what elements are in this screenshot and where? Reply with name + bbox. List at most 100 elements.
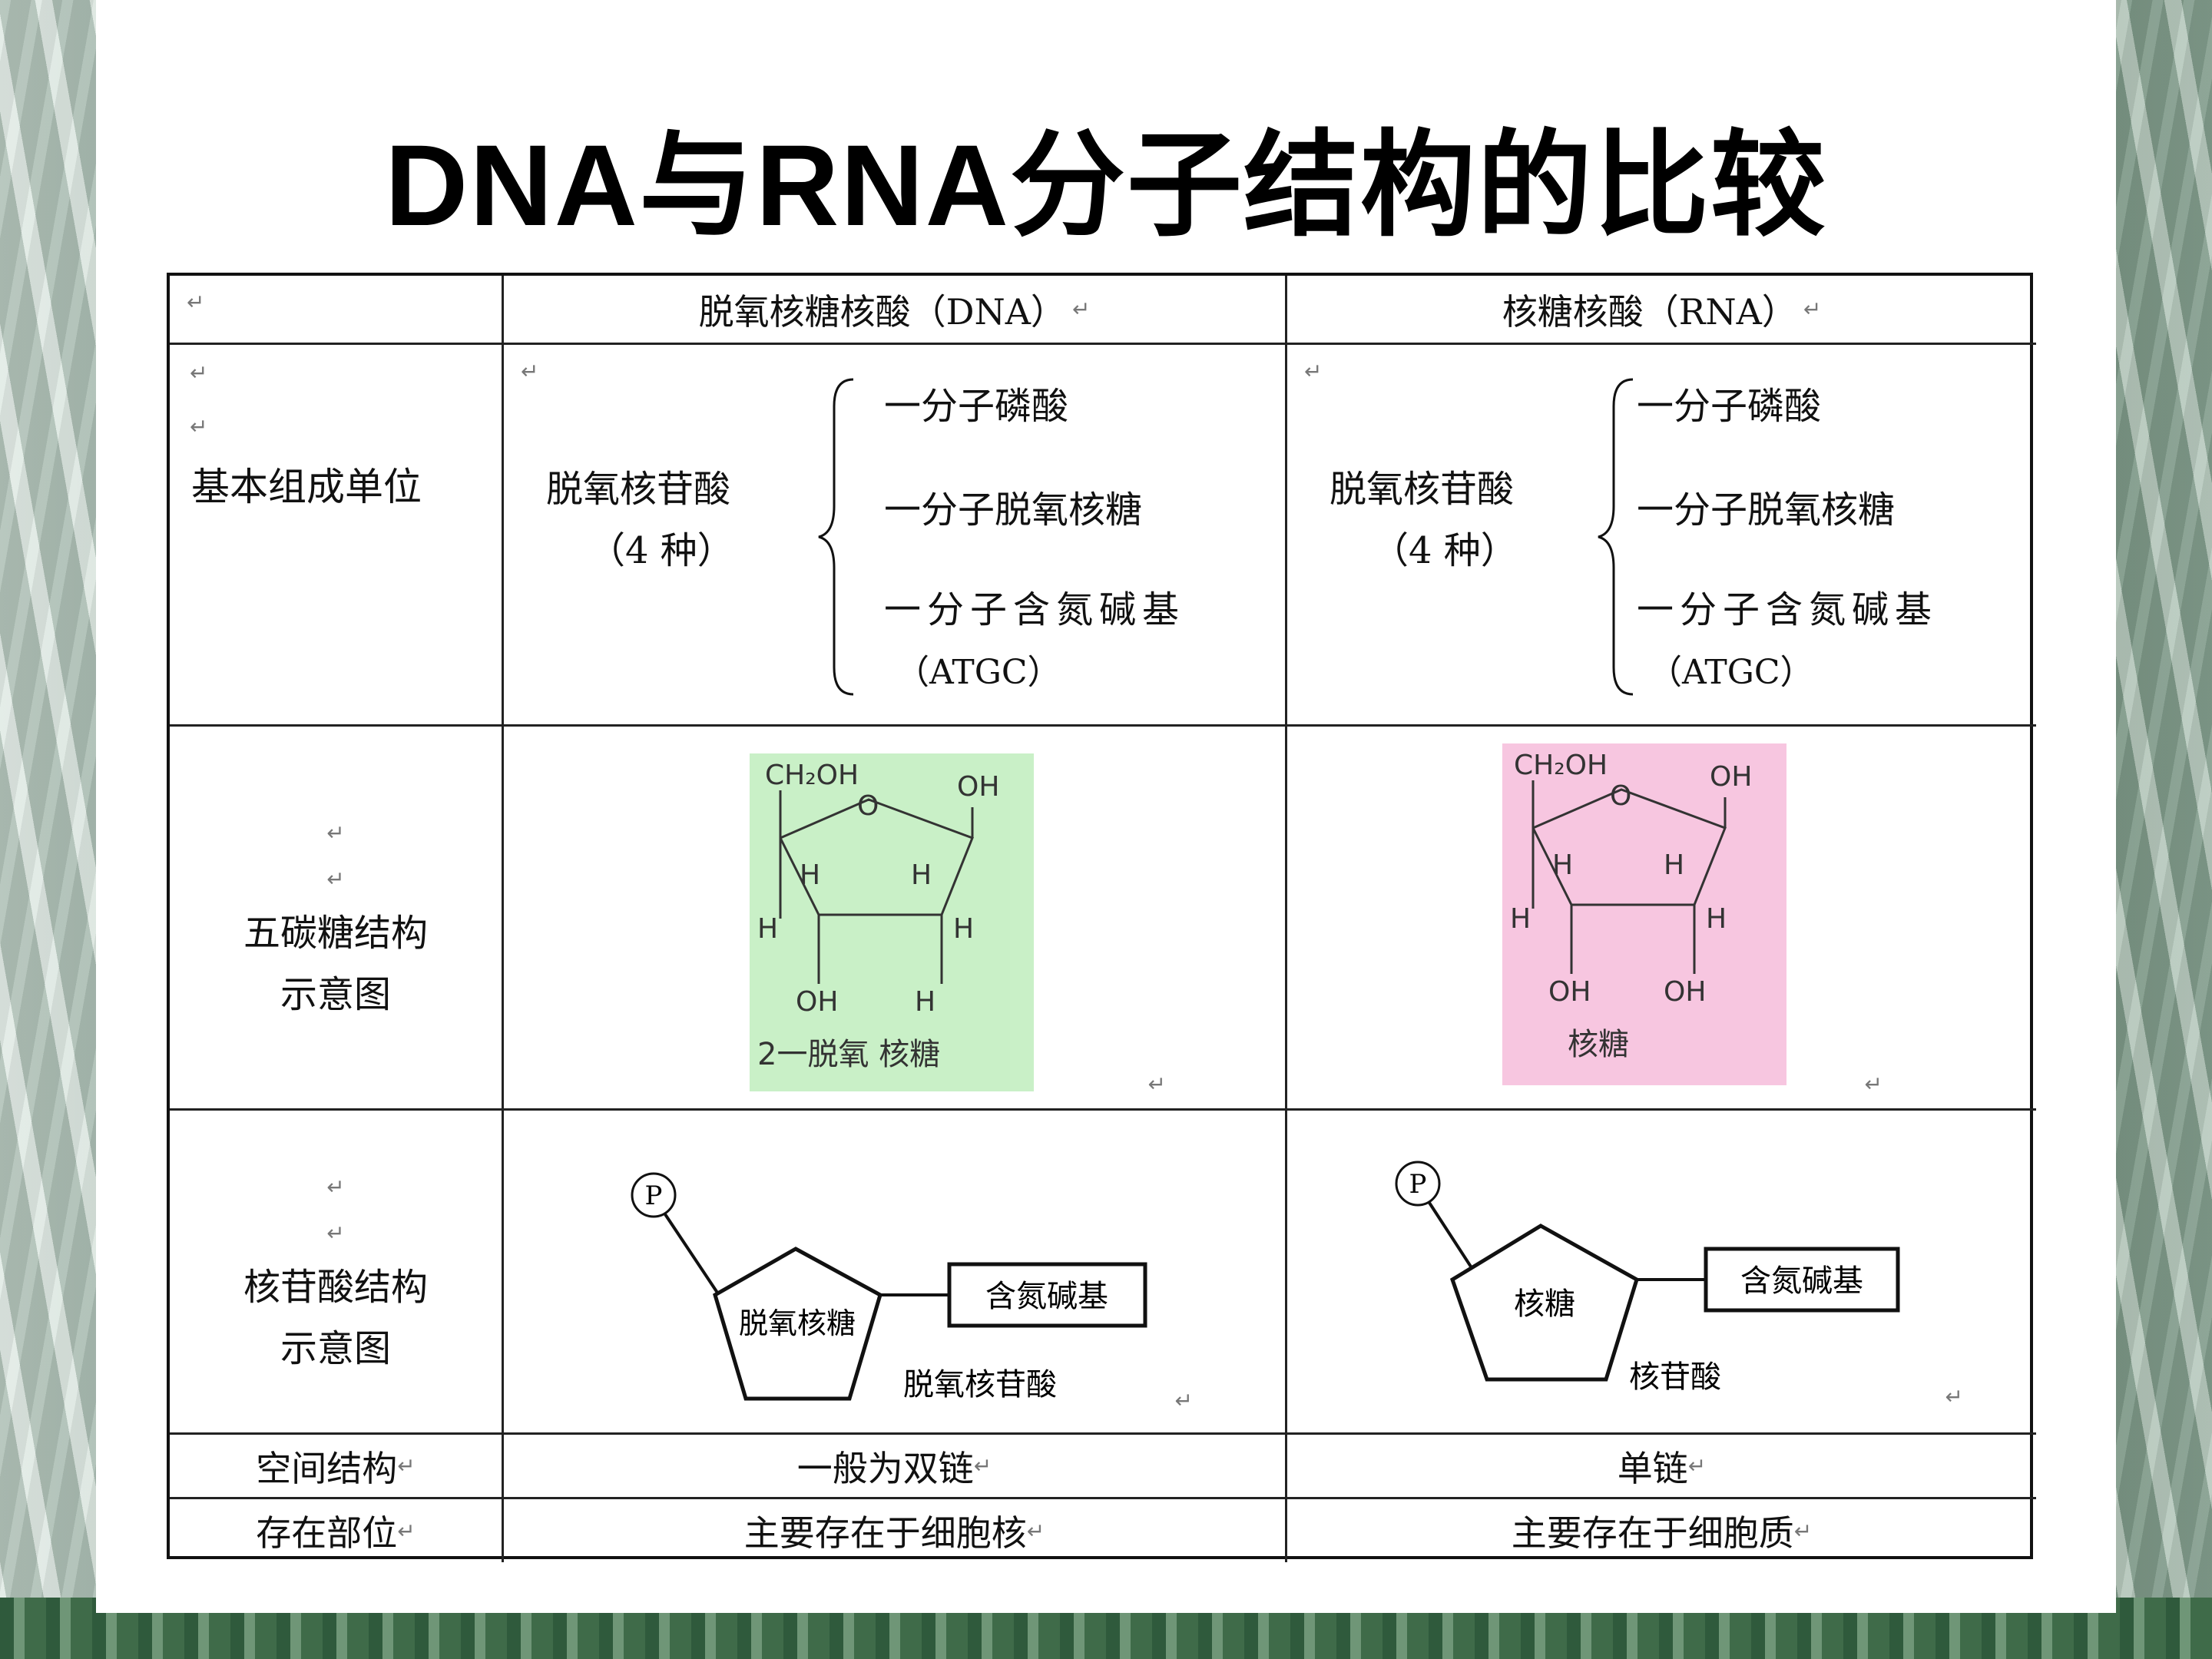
- dna-sugar-structure: CH₂OH O OH H H H H OH H 2一脱氧 核糖: [504, 727, 1287, 1111]
- paragraph-mark: ↵: [1864, 1071, 1883, 1097]
- dna-spatial: 一般为双链 ↵: [504, 1435, 1287, 1499]
- dna-nucleotide-caption: 脱氧核苷酸: [903, 1367, 1057, 1402]
- rna-ch2oh: CH₂OH: [1514, 750, 1608, 781]
- dna-base-label: 含氮碱基: [985, 1279, 1108, 1314]
- dna-curly-brace: [818, 378, 854, 696]
- deoxynucleotide-diagram: P 脱氧核糖 含氮碱基 脱氧核苷酸: [631, 1172, 1147, 1402]
- dna-oh-right: OH: [957, 771, 999, 803]
- comparison-table: ↵ 脱氧核糖核酸（DNA） ↵ 核糖核酸（RNA） ↵ ↵ ↵ 基本组成单位 ↵…: [167, 273, 2036, 1562]
- rna-spatial: 单链 ↵: [1287, 1435, 2036, 1499]
- rna-unit-name: 脱氧核苷酸: [1330, 468, 1515, 511]
- rna-part-base: 一分子含氮碱基: [1637, 588, 1939, 631]
- paragraph-mark: ↵: [326, 1220, 345, 1246]
- paragraph-mark: ↵: [1304, 359, 1323, 384]
- label-location: 存在部位 ↵: [170, 1499, 504, 1562]
- paragraph-mark: ↵: [326, 1174, 345, 1200]
- rna-spatial-text: 单链: [1617, 1447, 1688, 1489]
- header-rna-text: 核糖核酸（RNA）: [1502, 290, 1797, 333]
- dna-unit-name: 脱氧核苷酸: [546, 468, 731, 511]
- label-spatial: 空间结构 ↵: [170, 1435, 504, 1499]
- dna-spatial-text: 一般为双链: [796, 1447, 974, 1489]
- dna-part-base: 一分子含氮碱基: [884, 588, 1186, 631]
- rna-sugar-label: 核糖: [1514, 1286, 1575, 1322]
- rna-base-label: 含氮碱基: [1740, 1263, 1863, 1299]
- paragraph-mark: ↵: [1071, 296, 1091, 322]
- paragraph-mark: ↵: [1793, 1518, 1813, 1544]
- paragraph-mark: ↵: [1803, 296, 1822, 322]
- dna-ch2oh: CH₂OH: [765, 760, 859, 791]
- rna-ring-o: O: [1610, 780, 1631, 812]
- rna-curly-brace: [1598, 378, 1634, 696]
- ribonucleotide-diagram: P 核糖 含氮碱基 核苷酸: [1395, 1161, 1900, 1395]
- label-spatial-text: 空间结构: [256, 1447, 398, 1489]
- dna-unit-kinds: （4 种）: [588, 529, 734, 572]
- paragraph-mark: ↵: [187, 290, 205, 315]
- label-location-text: 存在部位: [256, 1512, 398, 1554]
- label-nucleotide-line2: 示意图: [280, 1326, 391, 1370]
- rna-basic-unit: ↵ 脱氧核苷酸 （4 种） 一分子磷酸 一分子脱氧核糖 一分子含氮碱基 （ATG…: [1287, 345, 2036, 727]
- label-sugar-line2: 示意图: [280, 972, 391, 1016]
- dna-nucleotide-structure: P 脱氧核糖 含氮碱基 脱氧核苷酸 ↵: [504, 1111, 1287, 1435]
- paragraph-mark: ↵: [1026, 1518, 1045, 1544]
- slide-title: DNA与RNA分子结构的比较: [385, 121, 1827, 250]
- rna-h-2: H: [1664, 849, 1684, 881]
- dna-phosphate-label: P: [645, 1181, 663, 1211]
- rna-h-1: H: [1552, 849, 1573, 881]
- dna-sugar-label: 脱氧核糖: [739, 1306, 856, 1340]
- paragraph-mark: ↵: [326, 820, 345, 846]
- dna-basic-unit: ↵ 脱氧核苷酸 （4 种） 一分子磷酸 一分子脱氧核糖 一分子含氮碱基 （ATG…: [504, 345, 1287, 727]
- dna-h-4: H: [953, 913, 974, 945]
- rna-sugar-structure: CH₂OH O OH H H H H OH OH 核糖: [1287, 727, 2036, 1111]
- dna-oh-bottom: OH: [796, 986, 838, 1018]
- rna-nucleotide-caption: 核苷酸: [1629, 1359, 1721, 1395]
- slide: DNA与RNA分子结构的比较 ↵ 脱氧核糖核酸（DNA） ↵ 核糖核酸（RNA）…: [96, 0, 2116, 1613]
- label-basic-unit: ↵ ↵ 基本组成单位: [170, 345, 504, 727]
- header-dna: 脱氧核糖核酸（DNA） ↵: [504, 276, 1287, 345]
- paragraph-mark: ↵: [397, 1518, 416, 1544]
- header-corner: ↵: [170, 276, 504, 345]
- header-dna-text: 脱氧核糖核酸（DNA）: [698, 290, 1066, 333]
- dna-part-sugar: 一分子脱氧核糖: [884, 488, 1143, 531]
- dna-h-1: H: [800, 859, 820, 891]
- rna-sugar-caption: 核糖: [1568, 1027, 1629, 1062]
- rna-oh-right: OH: [1710, 761, 1752, 793]
- dna-h-3: H: [757, 913, 778, 945]
- rna-part-phosphate: 一分子磷酸: [1637, 385, 1822, 428]
- paragraph-mark: ↵: [521, 359, 539, 384]
- paragraph-mark: ↵: [1945, 1384, 1963, 1409]
- label-nucleotide-line1: 核苷酸结构: [243, 1265, 428, 1309]
- rna-phosphate-label: P: [1409, 1169, 1427, 1200]
- dna-bases: （ATGC）: [896, 653, 1061, 692]
- paragraph-mark: ↵: [973, 1453, 992, 1479]
- dna-sugar-caption: 2一脱氧 核糖: [757, 1037, 940, 1072]
- rna-h-3: H: [1510, 903, 1531, 935]
- label-sugar: ↵ ↵ 五碳糖结构 示意图: [170, 727, 504, 1111]
- dna-location-text: 主要存在于细胞核: [743, 1512, 1027, 1554]
- ribose-diagram: CH₂OH O OH H H H H OH OH 核糖: [1502, 743, 1786, 1085]
- dna-part-phosphate: 一分子磷酸: [884, 385, 1069, 428]
- rna-oh-bottom-right: OH: [1664, 976, 1706, 1008]
- label-basic-unit-text: 基本组成单位: [191, 465, 422, 509]
- dna-h-5: H: [915, 986, 935, 1018]
- paragraph-mark: ↵: [1174, 1388, 1193, 1413]
- paragraph-mark: ↵: [326, 866, 345, 892]
- rna-part-sugar: 一分子脱氧核糖: [1637, 488, 1896, 531]
- label-nucleotide: ↵ ↵ 核苷酸结构 示意图: [170, 1111, 504, 1435]
- rna-nucleotide-structure: P 核糖 含氮碱基 核苷酸 ↵: [1287, 1111, 2036, 1435]
- dna-location: 主要存在于细胞核 ↵: [504, 1499, 1287, 1562]
- rna-oh-bottom-left: OH: [1548, 976, 1591, 1008]
- rna-location-text: 主要存在于细胞质: [1511, 1512, 1794, 1554]
- rna-bases: （ATGC）: [1648, 653, 1814, 692]
- paragraph-mark: ↵: [190, 414, 208, 439]
- rna-location: 主要存在于细胞质 ↵: [1287, 1499, 2036, 1562]
- dna-ring-o: O: [857, 790, 879, 822]
- paragraph-mark: ↵: [190, 360, 208, 386]
- paragraph-mark: ↵: [397, 1453, 416, 1479]
- paragraph-mark: ↵: [1687, 1453, 1707, 1479]
- rna-h-4: H: [1706, 903, 1727, 935]
- label-sugar-line1: 五碳糖结构: [243, 911, 428, 955]
- rna-unit-kinds: （4 种）: [1372, 529, 1518, 572]
- dna-h-2: H: [911, 859, 932, 891]
- deoxyribose-diagram: CH₂OH O OH H H H H OH H 2一脱氧 核糖: [750, 753, 1034, 1091]
- paragraph-mark: ↵: [1147, 1071, 1166, 1097]
